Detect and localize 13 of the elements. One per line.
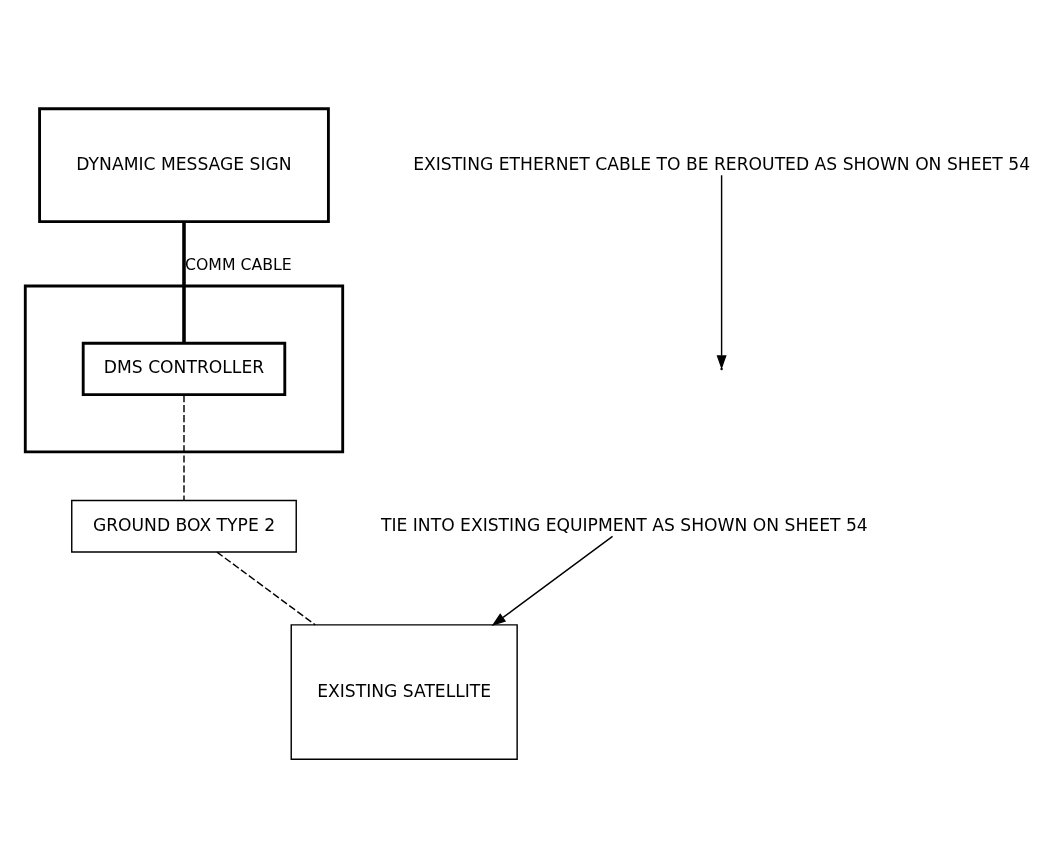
node-box: EXISTING SATELLITE (290, 623, 518, 760)
node-box: DMS CONTROLLER (81, 341, 287, 396)
connector (216, 550, 316, 626)
node-text: TIE INTO EXISTING EQUIPMENT AS SHOWN ON SHEET 54 (380, 514, 868, 535)
node-box: GROUND BOX TYPE 2 (71, 499, 297, 553)
connector (182, 221, 186, 343)
edge-label: COMM CABLE (184, 254, 292, 274)
node-text: EXISTING ETHERNET CABLE TO BE REROUTED AS SHOWN ON SHEET 54 (413, 153, 1031, 174)
cluster (23, 284, 345, 453)
node-box: DYNAMIC MESSAGE SIGN (38, 106, 330, 223)
arrow (716, 174, 727, 370)
arrow (491, 535, 614, 626)
connector (183, 393, 185, 501)
